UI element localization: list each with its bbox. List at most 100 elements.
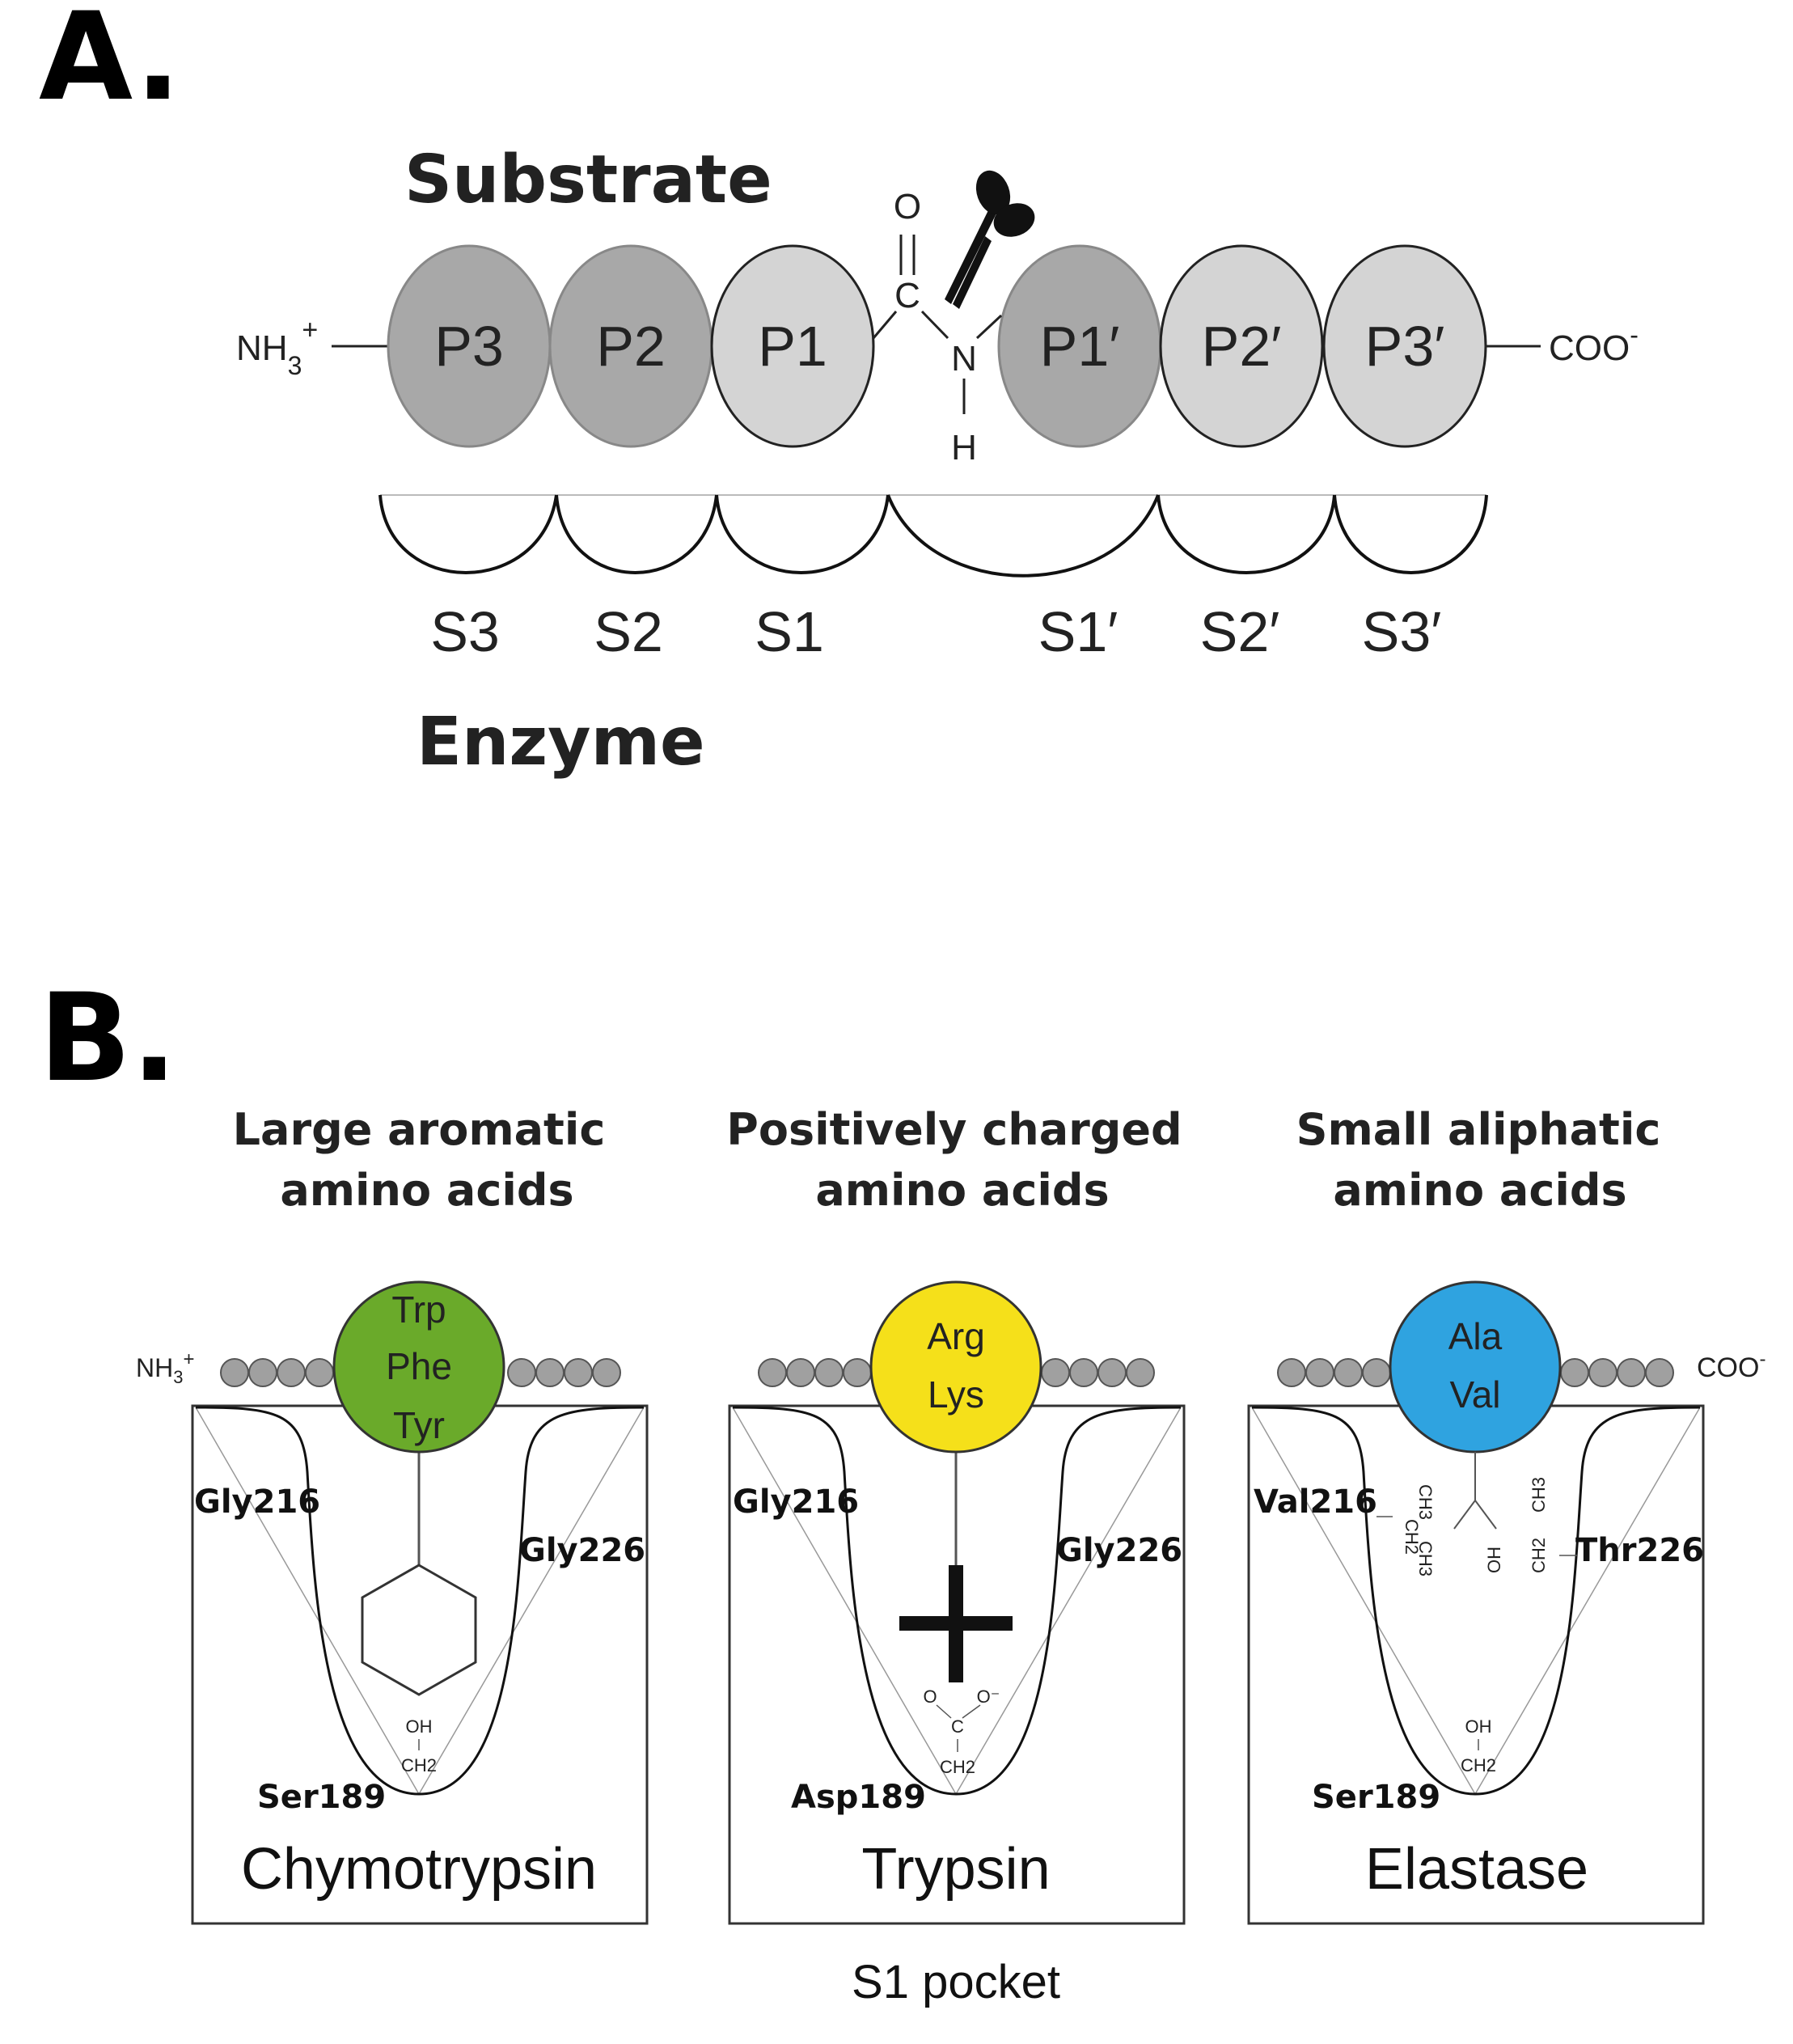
subsite-arc-s1-prime: [886, 494, 1160, 578]
svg-text:CH3: CH3: [1415, 1541, 1436, 1576]
s1-pocket-outline: [1251, 1406, 1701, 1796]
pocket-elastase: Ala Val CH3 CH2 CH3 OH CH2 CH3 O: [1247, 1280, 1705, 1925]
subsite-labels: S3 S2 S1 S1′ S2′ S3′: [430, 600, 1441, 663]
subsite-label-s3-prime: S3′: [1362, 600, 1442, 663]
bottom-group-ch2: CH2: [1461, 1755, 1496, 1775]
substrate-residue-circle: [869, 1280, 1042, 1454]
val216-side-chain: CH3 CH2 CH3: [1376, 1484, 1436, 1576]
substrate-residue-circle: [332, 1280, 505, 1454]
residue-p1-label: P1: [758, 315, 827, 378]
backbone-beads: [758, 1358, 1155, 1387]
pocket-headings: Large aromatic amino acids Positively ch…: [233, 1104, 1661, 1216]
panel-a-letter: A.: [39, 0, 181, 128]
subsite-arc-s1: [715, 494, 890, 574]
residue-line-tyr: Tyr: [393, 1404, 445, 1446]
svg-text:OH: OH: [1484, 1547, 1504, 1573]
heading-chymotrypsin-line2: amino acids: [280, 1165, 573, 1216]
pocket-trypsin: Arg Lys O O⁻ C CH2 Gly216 Gly226 Asp189 …: [728, 1280, 1186, 1925]
heading-elastase-line2: amino acids: [1333, 1165, 1626, 1216]
residue-p1-prime-label: P1′: [1040, 315, 1120, 378]
enzyme-name-chymotrypsin: Chymotrypsin: [241, 1837, 597, 1902]
atom-h: H: [951, 428, 977, 468]
carboxylate-group: O O⁻ C CH2: [923, 1686, 1000, 1777]
atom-o: O: [894, 187, 921, 226]
subsite-arc-s3-prime: [1333, 494, 1488, 574]
svg-text:NH3+: NH3+: [236, 315, 318, 380]
s1-pocket-footer: S1 pocket: [852, 1956, 1060, 2008]
residue-line-ala: Ala: [1448, 1315, 1503, 1357]
subsite-arc-s2: [555, 494, 718, 574]
subsite-label-s2: S2: [594, 600, 663, 663]
enzyme-subsites: [378, 494, 1488, 578]
bottom-residue-label: Ser189: [1312, 1779, 1440, 1816]
residue-p2-prime-label: P2′: [1202, 315, 1282, 378]
heading-trypsin-line1: Positively charged: [726, 1104, 1182, 1155]
bottom-residue-label: Ser189: [257, 1779, 386, 1816]
bottom-residue-label: Asp189: [791, 1779, 926, 1816]
residue-p2-prime: [1159, 244, 1324, 448]
svg-text:O⁻: O⁻: [977, 1686, 1000, 1707]
residue-line-arg: Arg: [927, 1315, 985, 1357]
panel-b: B. Large aromatic amino acids Positively…: [39, 968, 1766, 2008]
svg-text:CH2: CH2: [940, 1757, 975, 1777]
aromatic-ring: [361, 1564, 477, 1696]
left-residue-label: Val216: [1254, 1483, 1377, 1521]
residue-p3-prime: [1322, 244, 1487, 448]
bottom-group-oh: OH: [1465, 1716, 1492, 1737]
subsite-arc-s3: [378, 494, 558, 574]
svg-text:O: O: [923, 1686, 937, 1707]
substrate-label: Substrate: [404, 142, 772, 218]
svg-text:CH3: CH3: [1529, 1477, 1549, 1513]
svg-text:CH3: CH3: [1415, 1484, 1436, 1520]
svg-text:NH3+: NH3+: [136, 1348, 194, 1387]
residue-p1: [710, 244, 875, 448]
s1-pocket-outline: [195, 1406, 645, 1796]
residue-line-phe: Phe: [386, 1345, 452, 1387]
aliphatic-side-chain: [1453, 1452, 1497, 1530]
thr226-side-chain: OH CH2 CH3: [1484, 1477, 1577, 1573]
residue-p3-prime-label: P3′: [1365, 315, 1445, 378]
right-residue-label: Gly226: [1056, 1532, 1182, 1569]
b-n-terminus-label: NH3+: [136, 1348, 194, 1387]
s1-pocket-outline: [732, 1406, 1182, 1796]
backbone-beads: [1277, 1358, 1674, 1387]
enzyme-name-elastase: Elastase: [1365, 1837, 1588, 1902]
residue-p3-label: P3: [434, 315, 504, 378]
pocket-chymotrypsin: Trp Phe Tyr OH CH2 Gly216 Gly226 Ser189 …: [191, 1280, 649, 1925]
svg-text:C: C: [951, 1716, 964, 1737]
residue-line-trp: Trp: [391, 1289, 446, 1331]
heading-elastase-line1: Small aliphatic: [1296, 1104, 1661, 1155]
heading-trypsin-line2: amino acids: [815, 1165, 1109, 1216]
scissors-icon: [945, 170, 1035, 309]
c-terminus-label: COO-: [1549, 320, 1639, 368]
enzyme-name-trypsin: Trypsin: [861, 1837, 1050, 1902]
enzyme-label: Enzyme: [417, 704, 705, 781]
panel-b-letter: B.: [39, 968, 177, 1109]
right-residue-label: Thr226: [1575, 1532, 1704, 1569]
substrate-residues: P3 P2 P1 P1′ P2′ P3′: [387, 244, 1487, 448]
svg-text:CH2: CH2: [1402, 1519, 1422, 1555]
residue-line-val: Val: [1449, 1373, 1500, 1416]
residue-p2-label: P2: [596, 315, 666, 378]
bottom-group-ch2: CH2: [401, 1755, 437, 1775]
positive-charge-icon: [899, 1565, 1013, 1682]
subsite-label-s3: S3: [430, 600, 500, 663]
bottom-group-oh: OH: [406, 1716, 433, 1737]
atom-c: C: [894, 276, 920, 315]
n-terminus-label: NH3+: [236, 315, 318, 380]
right-residue-label: Gly226: [519, 1532, 645, 1569]
subsite-arc-s2-prime: [1157, 494, 1336, 574]
left-residue-label: Gly216: [194, 1483, 320, 1521]
panel-a: A. Substrate NH3+ P3 P2 P1 P1′ P2′ P3′ C…: [39, 0, 1639, 781]
substrate-residue-circle: [1389, 1280, 1562, 1454]
backbone-beads: [220, 1358, 621, 1387]
b-c-terminus-label: COO-: [1697, 1348, 1766, 1383]
svg-text:COO-: COO-: [1697, 1348, 1766, 1383]
peptide-bond: C O N H: [872, 187, 1003, 468]
subsite-label-s1: S1: [755, 600, 824, 663]
svg-text:COO-: COO-: [1549, 320, 1639, 368]
subsite-label-s1-prime: S1′: [1038, 600, 1119, 663]
residue-line-lys: Lys: [928, 1373, 984, 1416]
atom-n: N: [951, 339, 977, 379]
